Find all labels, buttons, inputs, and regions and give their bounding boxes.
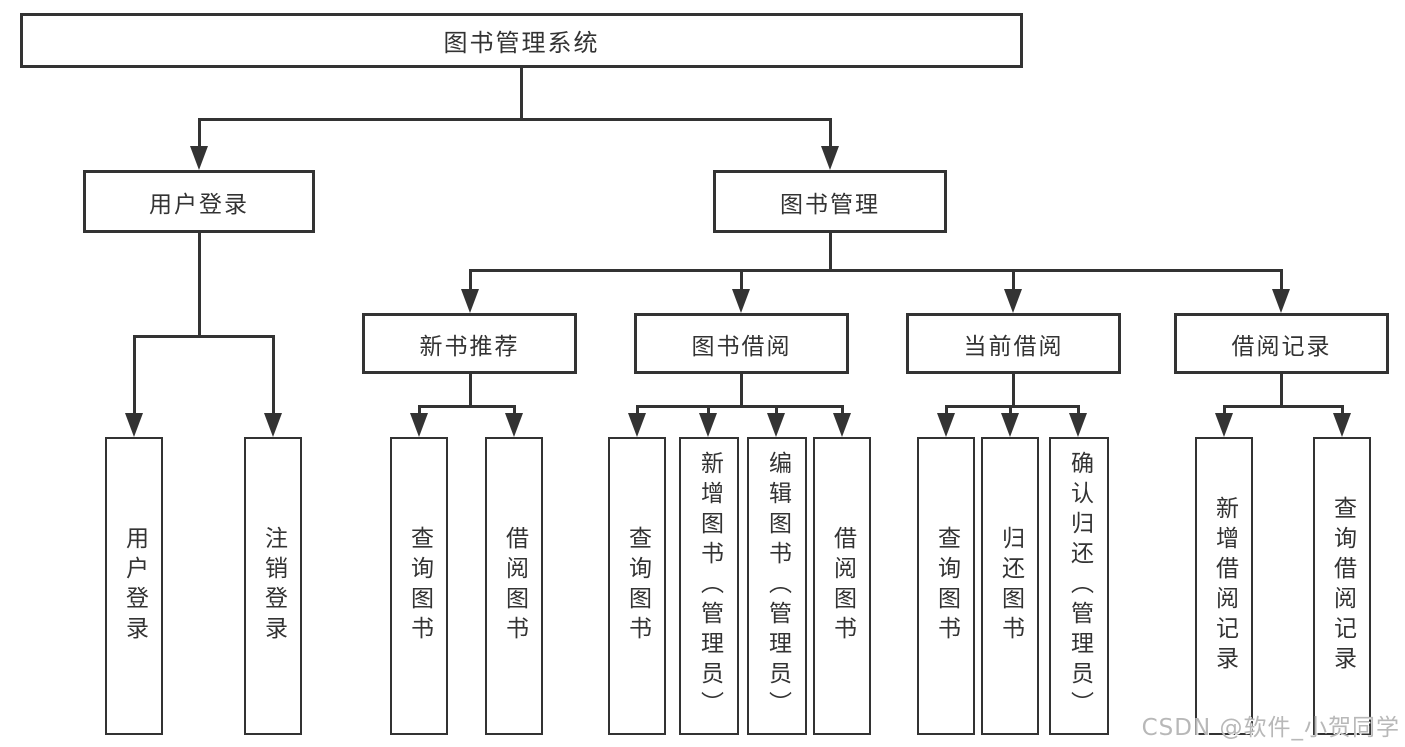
node-leaf-logout: 注销登录 [244, 437, 302, 735]
arrow-down-icon [937, 413, 955, 437]
node-current-borrowing: 当前借阅 [906, 313, 1121, 374]
arrow-down-icon [699, 413, 717, 437]
connector-line [945, 405, 948, 415]
connector-line [829, 233, 832, 271]
node-leaf-return-books: 归还图书 [981, 437, 1039, 735]
connector-line [707, 405, 710, 415]
arrow-down-icon [1215, 413, 1233, 437]
node-new-book-recommend: 新书推荐 [362, 313, 577, 374]
arrow-down-icon [190, 146, 208, 170]
arrow-down-icon [1001, 413, 1019, 437]
connector-line [469, 269, 1282, 272]
connector-line [418, 405, 515, 408]
arrow-down-icon [732, 289, 750, 313]
node-leaf-add-book-admin: 新增图书（管理员） [679, 437, 739, 735]
connector-line [198, 118, 201, 150]
connector-line [829, 118, 832, 150]
node-borrowing-records: 借阅记录 [1174, 313, 1389, 374]
arrow-down-icon [1272, 289, 1290, 313]
arrow-down-icon [1333, 413, 1351, 437]
connector-line [1012, 374, 1015, 408]
node-leaf-borrow-books-recommend: 借阅图书 [485, 437, 543, 735]
csdn-watermark: CSDN @软件_小贺同学 [1141, 715, 1400, 741]
node-leaf-edit-book-admin: 编辑图书（管理员） [747, 437, 807, 735]
connector-line [636, 405, 639, 415]
connector-line [1223, 405, 1343, 408]
connector-line [513, 405, 516, 415]
connector-line [740, 374, 743, 408]
node-leaf-add-borrow-record: 新增借阅记录 [1195, 437, 1253, 735]
arrow-down-icon [628, 413, 646, 437]
arrow-down-icon [1004, 289, 1022, 313]
node-leaf-query-borrow-record: 查询借阅记录 [1313, 437, 1371, 735]
node-book-borrowing: 图书借阅 [634, 313, 849, 374]
arrow-down-icon [410, 413, 428, 437]
connector-line [198, 118, 832, 121]
node-user-login: 用户登录 [83, 170, 315, 233]
node-leaf-user-login: 用户登录 [105, 437, 163, 735]
connector-line [1009, 405, 1012, 415]
connector-line [1077, 405, 1080, 415]
connector-line [1012, 269, 1015, 291]
arrow-down-icon [505, 413, 523, 437]
connector-line [469, 374, 472, 408]
connector-line [945, 405, 1079, 408]
connector-line [469, 269, 472, 291]
node-leaf-borrow-books-borrowing: 借阅图书 [813, 437, 871, 735]
connector-line [841, 405, 844, 415]
connector-line [1280, 374, 1283, 408]
arrow-down-icon [767, 413, 785, 437]
connector-line [1341, 405, 1344, 415]
node-leaf-confirm-return-admin: 确认归还（管理员） [1049, 437, 1109, 735]
connector-line [1280, 269, 1283, 291]
node-book-management: 图书管理 [713, 170, 947, 233]
connector-line [740, 269, 743, 291]
connector-line [636, 405, 843, 408]
connector-line [272, 335, 275, 415]
arrow-down-icon [1069, 413, 1087, 437]
connector-line [133, 335, 274, 338]
node-leaf-query-books-current: 查询图书 [917, 437, 975, 735]
connector-line [775, 405, 778, 415]
connector-line [198, 233, 201, 337]
node-leaf-query-books-recommend: 查询图书 [390, 437, 448, 735]
arrow-down-icon [125, 413, 143, 437]
connector-line [133, 335, 136, 415]
node-leaf-query-books-borrowing: 查询图书 [608, 437, 666, 735]
connector-line [520, 68, 523, 121]
node-library-management-system: 图书管理系统 [20, 13, 1023, 68]
connector-line [418, 405, 421, 415]
arrow-down-icon [264, 413, 282, 437]
arrow-down-icon [821, 146, 839, 170]
arrow-down-icon [461, 289, 479, 313]
connector-line [1223, 405, 1226, 415]
arrow-down-icon [833, 413, 851, 437]
